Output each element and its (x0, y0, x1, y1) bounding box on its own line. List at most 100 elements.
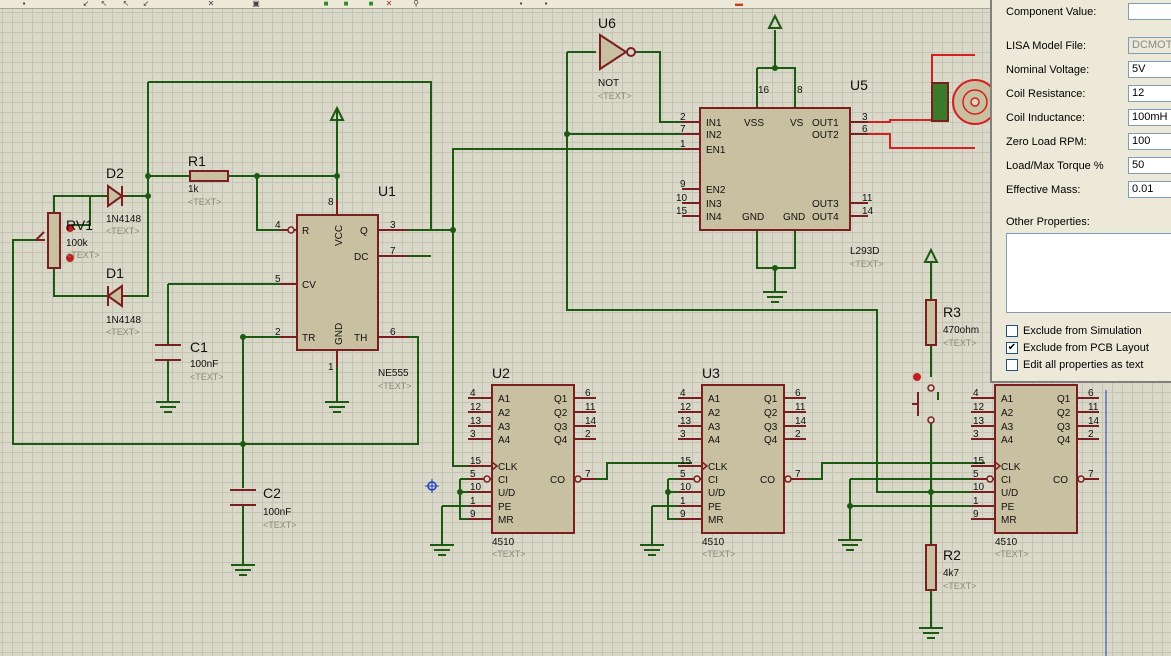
u1-num-vcc: 8 (328, 197, 334, 208)
u4-pin-left: CLK (1001, 462, 1021, 473)
arrow-icon[interactable]: ↖ (122, 0, 130, 7)
u1-pin-r: R (302, 226, 309, 237)
rpm-input[interactable]: 100 (1128, 133, 1171, 150)
u4-pin-left: U/D (1001, 488, 1018, 499)
zoom-icon[interactable]: ⚲ (413, 0, 419, 7)
u5-pin-in1: IN1 (706, 118, 722, 129)
u5-pin-out2: OUT2 (812, 130, 839, 141)
exclude-pcb-label: Exclude from PCB Layout (1023, 342, 1149, 354)
u3-pin-left: A2 (708, 408, 721, 419)
tool-icon[interactable]: ▬ (735, 0, 743, 7)
u4-4510-counter[interactable]: 4121331551019A1A2A3A4CLKCIU/DPEMRQ16Q211… (971, 384, 1100, 559)
u5-pin-vs: VS (790, 118, 804, 129)
u3-4510-counter[interactable]: 4121331551019A1A2A3A4CLKCIU/DPEMRQ16Q211… (678, 365, 807, 559)
u2-num-left: 3 (470, 429, 476, 440)
u3-num-right: 14 (795, 416, 807, 427)
u4-text: <TEXT> (995, 549, 1029, 559)
resistance-input[interactable]: 12 (1128, 85, 1171, 102)
tool-icon[interactable]: ▪ (22, 0, 26, 7)
d1-diode[interactable]: D1 1N4148 <TEXT> (106, 265, 141, 337)
u5-num-10: 10 (676, 193, 688, 204)
green-tool-icon[interactable]: ■ (368, 0, 374, 7)
resistance-row: Coil Resistance: 12 (1006, 85, 1171, 105)
junctions (145, 65, 934, 509)
rv1-potentiometer[interactable]: RV1 100k <TEXT> (35, 212, 100, 269)
d2-diode[interactable]: D2 1N4148 <TEXT> (106, 165, 141, 236)
component-value-row: Component Value: (1006, 3, 1171, 23)
r3-resistor[interactable]: R3 470ohm <TEXT> (925, 299, 979, 348)
u3-pin-left: CI (708, 475, 718, 486)
push-button[interactable] (912, 373, 935, 424)
edit-all-checkbox[interactable]: Edit all properties as text (1006, 359, 1143, 375)
u5-num-2: 2 (680, 112, 686, 123)
u2-num-left: 15 (470, 456, 482, 467)
tool-icon[interactable]: ▪ (544, 0, 548, 7)
r2-resistor[interactable]: R2 4k7 <TEXT> (925, 544, 977, 591)
r1-resistor[interactable]: R1 1k <TEXT> (188, 153, 229, 207)
u2-pin-right: Q4 (554, 435, 568, 446)
u5-l293d[interactable]: IN1 IN2 EN1 EN2 IN3 IN4 2 7 1 9 10 15 OU… (676, 77, 884, 269)
r1-ref: R1 (188, 153, 206, 169)
arrow-icon[interactable]: ↖ (100, 0, 108, 7)
schematic-canvas[interactable] (0, 9, 1171, 656)
u1-pin-cv: CV (302, 280, 316, 291)
green-tool-icon[interactable]: ■ (343, 0, 349, 7)
tool-icon[interactable]: ▪ (519, 0, 523, 7)
green-tool-icon[interactable]: ■ (323, 0, 329, 7)
u3-num-right: 7 (795, 469, 801, 480)
u5-num-15: 15 (676, 206, 688, 217)
d2-ref: D2 (106, 165, 124, 181)
edit-all-box[interactable] (1006, 359, 1018, 372)
wire-tool-icon[interactable]: ✕ (207, 0, 215, 7)
u1-pin-tr: TR (302, 333, 315, 344)
u1-num-th: 6 (390, 327, 396, 338)
u1-pin-th: TH (354, 333, 367, 344)
lisa-label: LISA Model File: (1006, 40, 1087, 52)
u1-ne555[interactable]: R CV TR Q DC TH VCC GND 4 5 2 3 7 6 8 1 … (275, 183, 412, 391)
u4-pin-right: Q4 (1057, 435, 1071, 446)
lisa-input[interactable]: DCMOTOR (1128, 37, 1171, 54)
u3-text: <TEXT> (702, 549, 736, 559)
u5-pin-in3: IN3 (706, 199, 722, 210)
d2-text: <TEXT> (106, 226, 140, 236)
delete-icon[interactable]: ✕ (385, 0, 393, 7)
c1-capacitor[interactable]: C1 100nF <TEXT> (155, 339, 224, 382)
u3-ref: U3 (702, 365, 720, 381)
dc-motor[interactable] (931, 79, 998, 125)
exclude-pcb-box[interactable]: ✔ (1006, 342, 1018, 355)
u3-pin-left: CLK (708, 462, 728, 473)
arrow-icon[interactable]: ↙ (142, 0, 150, 7)
exclude-pcb-checkbox[interactable]: ✔ Exclude from PCB Layout (1006, 342, 1149, 358)
u2-num-left: 9 (470, 509, 476, 520)
c1-ref: C1 (190, 339, 208, 355)
exclude-simulation-checkbox[interactable]: Exclude from Simulation (1006, 325, 1142, 341)
voltage-input[interactable]: 5V (1128, 61, 1171, 78)
other-properties-textarea[interactable] (1006, 233, 1171, 313)
u2-ref: U2 (492, 365, 510, 381)
u2-4510-counter[interactable]: 4121331551019A1A2A3A4CLKCIU/DPEMRQ16Q211… (468, 365, 597, 559)
u2-num-right: 11 (585, 402, 596, 413)
d1-text: <TEXT> (106, 327, 140, 337)
inductance-input[interactable]: 100mH (1128, 109, 1171, 126)
u1-ref: U1 (378, 183, 396, 199)
arrow-icon[interactable]: ↙ (82, 0, 90, 7)
u1-num-r: 4 (275, 220, 281, 231)
mass-row: Effective Mass: 0.01 (1006, 181, 1171, 201)
component-icon[interactable]: ▣ (252, 0, 260, 7)
d2-value: 1N4148 (106, 214, 141, 225)
torque-input[interactable]: 50 (1128, 157, 1171, 174)
u1-num-cv: 5 (275, 274, 281, 285)
u2-num-right: 6 (585, 388, 591, 399)
mass-input[interactable]: 0.01 (1128, 181, 1171, 198)
u4-num-right: 14 (1088, 416, 1100, 427)
u2-num-right: 7 (585, 469, 591, 480)
u2-pin-right: Q2 (554, 408, 568, 419)
c2-capacitor[interactable]: C2 100nF <TEXT> (230, 485, 297, 530)
u4-num-right: 6 (1088, 388, 1094, 399)
u3-num-left: 5 (680, 469, 686, 480)
r3-ref: R3 (943, 304, 961, 320)
u2-pin-left: A2 (498, 408, 511, 419)
u6-not-gate[interactable]: U6 NOT <TEXT> (598, 15, 636, 101)
exclude-simulation-box[interactable] (1006, 325, 1018, 338)
component-value-input[interactable] (1128, 3, 1171, 20)
